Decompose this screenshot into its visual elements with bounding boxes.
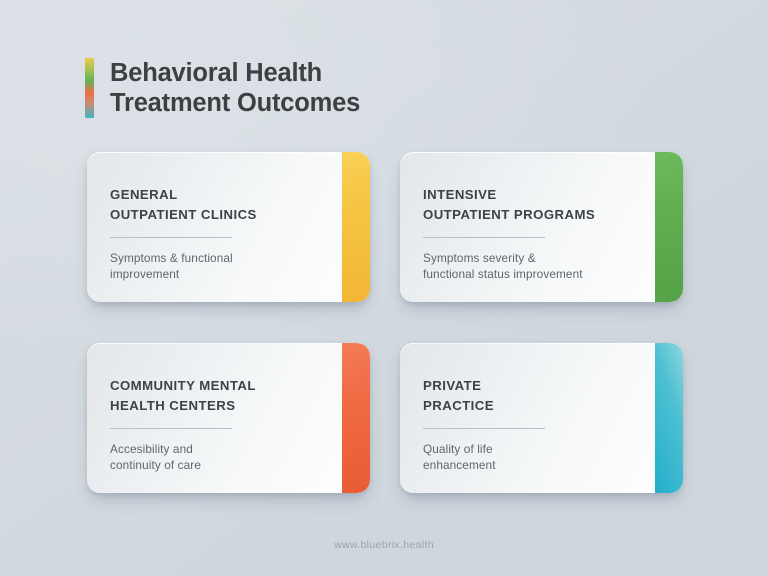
- card-accent-stripe-orange: [342, 343, 370, 493]
- card-accent-stripe-yellow: [342, 152, 370, 302]
- outcome-card-grid: GENERAL OUTPATIENT CLINICS Symptoms & fu…: [87, 152, 683, 493]
- outcome-card-intensive-outpatient-programs[interactable]: INTENSIVE OUTPATIENT PROGRAMS Symptoms s…: [400, 152, 683, 302]
- card-description: Quality of life enhancement: [423, 442, 496, 472]
- page-header: Behavioral Health Treatment Outcomes: [85, 58, 360, 118]
- outcome-card-community-mental-health-centers[interactable]: COMMUNITY MENTAL HEALTH CENTERS Accesibi…: [87, 343, 370, 493]
- card-title: GENERAL OUTPATIENT CLINICS: [110, 187, 257, 222]
- card-title: COMMUNITY MENTAL HEALTH CENTERS: [110, 378, 256, 413]
- card-title: PRIVATE PRACTICE: [423, 378, 495, 413]
- card-body: GENERAL OUTPATIENT CLINICS Symptoms & fu…: [87, 152, 370, 302]
- card-body: COMMUNITY MENTAL HEALTH CENTERS Accesibi…: [87, 343, 370, 493]
- card-title: INTENSIVE OUTPATIENT PROGRAMS: [423, 187, 596, 222]
- card-divider: [110, 237, 232, 238]
- page-title-line-2: Treatment Outcomes: [110, 89, 361, 117]
- page-title: Behavioral Health Treatment Outcomes: [110, 58, 360, 118]
- card-description: Symptoms severity & functional status im…: [423, 251, 583, 281]
- outcome-card-private-practice[interactable]: PRIVATE PRACTICE Quality of life enhance…: [400, 343, 683, 493]
- outcome-card-general-outpatient-clinics[interactable]: GENERAL OUTPATIENT CLINICS Symptoms & fu…: [87, 152, 370, 302]
- card-accent-stripe-green: [655, 152, 683, 302]
- card-description: Accesibility and continuity of care: [110, 442, 201, 472]
- card-description: Symptoms & functional improvement: [110, 251, 233, 281]
- gradient-accent-bar: [85, 58, 94, 118]
- card-divider: [423, 428, 545, 429]
- card-body: INTENSIVE OUTPATIENT PROGRAMS Symptoms s…: [400, 152, 683, 302]
- page-title-line-1: Behavioral Health: [110, 59, 323, 87]
- card-divider: [423, 237, 545, 238]
- card-accent-stripe-cyan: [655, 343, 683, 493]
- footer-website[interactable]: www.bluebrix.health: [333, 539, 435, 551]
- card-divider: [110, 428, 232, 429]
- card-body: PRIVATE PRACTICE Quality of life enhance…: [400, 343, 683, 493]
